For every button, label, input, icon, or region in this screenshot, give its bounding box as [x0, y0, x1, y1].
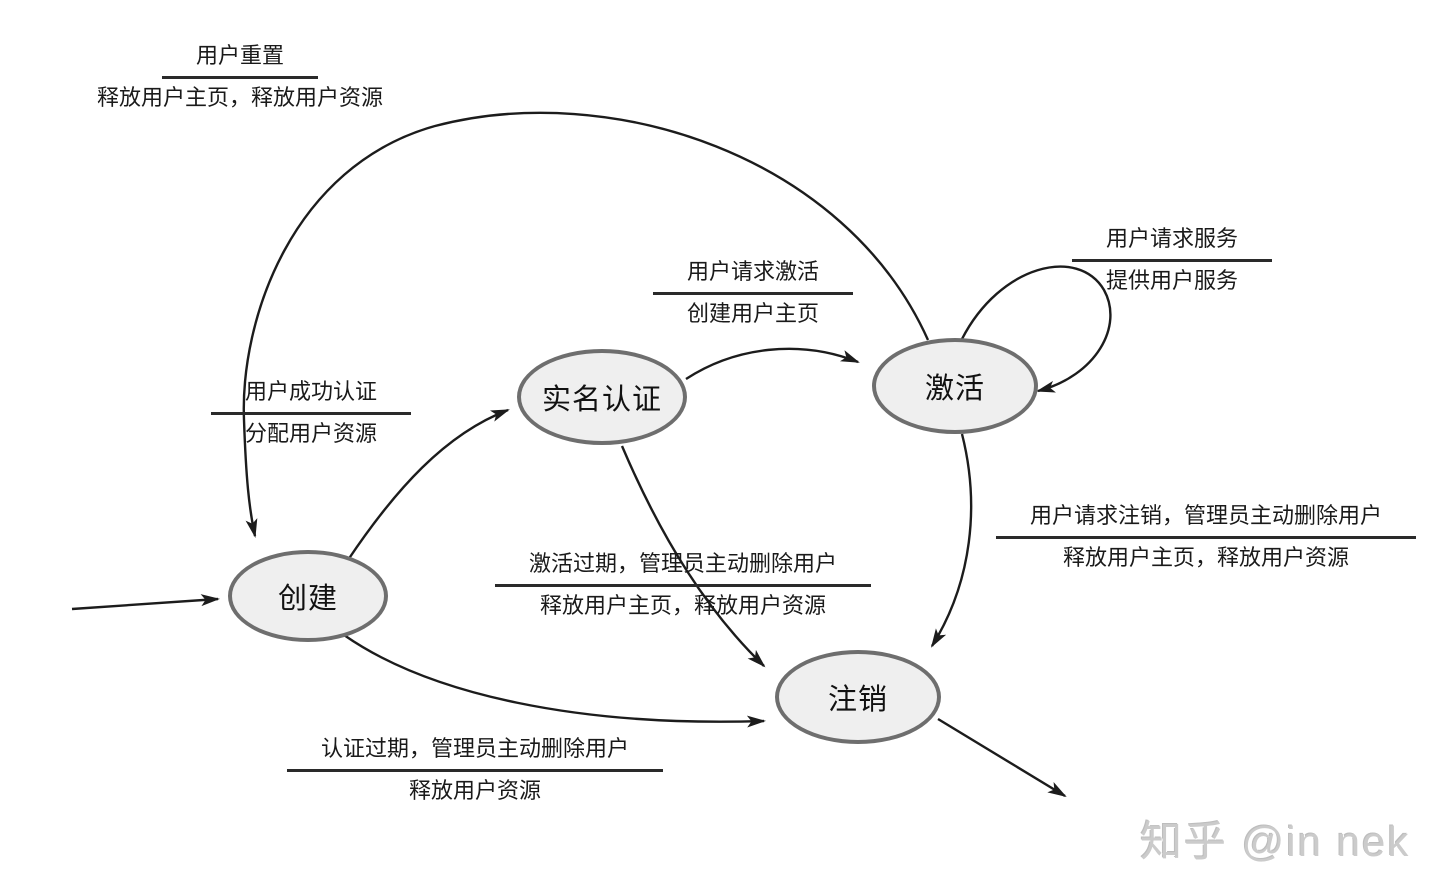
label-user-reset-event: 用户重置 — [161, 42, 319, 79]
edge-final-arrow — [937, 717, 1067, 798]
label-activation-expire: 激活过期，管理员主动删除用户 释放用户主页，释放用户资源 — [494, 550, 872, 618]
label-user-reset-action: 释放用户主页，释放用户资源 — [96, 85, 384, 110]
state-create-label: 创建 — [277, 583, 338, 615]
edge-request-service — [960, 265, 1112, 393]
state-activated: 激活 — [872, 338, 1038, 434]
edge-request-deregister — [930, 433, 973, 648]
label-request-deregister: 用户请求注销，管理员主动删除用户 释放用户主页，释放用户资源 — [995, 502, 1417, 570]
state-realname-auth-label: 实名认证 — [541, 384, 662, 416]
edge-auth-success — [347, 408, 510, 561]
state-deregistered-label: 注销 — [827, 684, 888, 716]
state-create: 创建 — [228, 550, 388, 642]
label-activation-expire-action: 释放用户主页，释放用户资源 — [539, 593, 827, 618]
label-request-activate-event: 用户请求激活 — [652, 258, 854, 295]
zhihu-watermark: 知乎 @in nek — [1140, 818, 1411, 865]
label-user-reset: 用户重置 释放用户主页，释放用户资源 — [97, 42, 383, 109]
state-activated-label: 激活 — [924, 373, 985, 405]
edge-auth-expire — [343, 634, 766, 728]
label-request-service-action: 提供用户服务 — [1105, 268, 1239, 293]
label-request-service-event: 用户请求服务 — [1071, 225, 1273, 262]
label-request-service: 用户请求服务 提供用户服务 — [1071, 225, 1273, 293]
label-auth-expire: 认证过期，管理员主动删除用户 释放用户资源 — [286, 735, 664, 803]
label-auth-expire-event: 认证过期，管理员主动删除用户 — [286, 735, 664, 772]
state-realname-auth: 实名认证 — [517, 349, 687, 445]
label-request-deregister-event: 用户请求注销，管理员主动删除用户 — [995, 502, 1417, 539]
label-auth-success-event: 用户成功认证 — [210, 378, 412, 415]
edge-activation-expire — [620, 445, 766, 668]
label-auth-expire-action: 释放用户资源 — [408, 778, 542, 803]
label-activation-expire-event: 激活过期，管理员主动删除用户 — [494, 550, 872, 587]
label-request-activate-action: 创建用户主页 — [686, 301, 820, 326]
label-request-deregister-action: 释放用户主页，释放用户资源 — [1062, 545, 1350, 570]
state-deregistered: 注销 — [775, 650, 941, 744]
label-auth-success: 用户成功认证 分配用户资源 — [210, 378, 412, 446]
edge-user-reset — [242, 111, 930, 538]
edge-initial-arrow — [71, 594, 220, 611]
label-request-activate: 用户请求激活 创建用户主页 — [652, 258, 854, 326]
label-auth-success-action: 分配用户资源 — [244, 421, 378, 446]
edge-request-activate — [685, 347, 860, 381]
